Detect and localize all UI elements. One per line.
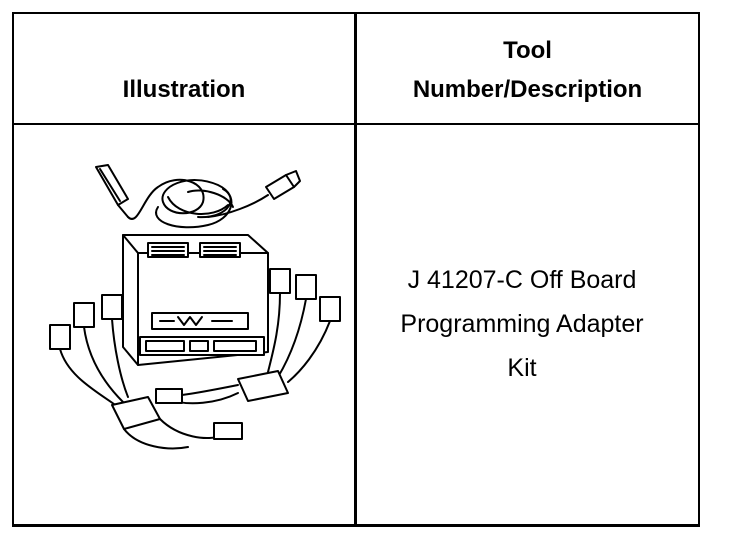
adapter-box-icon	[122, 234, 269, 366]
table-left-border	[12, 12, 14, 527]
header-number-description-label: Number/Description	[412, 76, 643, 103]
harness-hubs-icon	[111, 370, 289, 450]
left-connectors-icon	[49, 294, 129, 408]
header-illustration-label: Illustration	[122, 75, 246, 103]
power-cable-icon	[95, 164, 301, 229]
description-line: Programming Adapter	[400, 310, 644, 338]
tool-table: Illustration Tool Number/Description J 4…	[12, 12, 700, 527]
adapter-kit-illustration	[49, 164, 341, 450]
description-line: Kit	[507, 354, 537, 382]
right-connectors-icon	[267, 268, 341, 383]
header-tool-label: Tool	[503, 37, 552, 64]
description-line: J 41207-C Off Board	[407, 266, 637, 294]
header-tool-number-description: Tool Number/Description	[357, 30, 698, 110]
column-divider	[354, 12, 357, 527]
table-right-border	[698, 12, 700, 527]
tool-description: J 41207-C Off Board Programming Adapter …	[357, 258, 687, 390]
header-illustration: Illustration	[14, 68, 354, 110]
